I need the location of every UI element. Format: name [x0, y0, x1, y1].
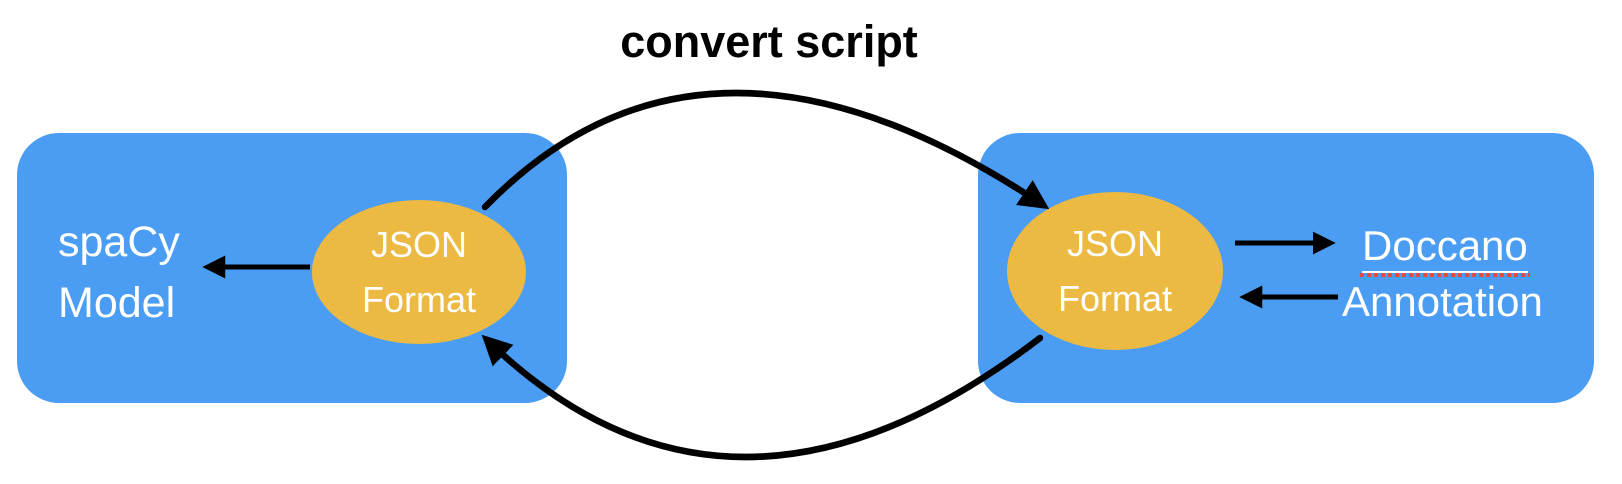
annotation-label: Annotation	[1342, 278, 1543, 325]
json-format-ellipse-right: JSON Format	[1007, 192, 1223, 350]
json-format-right-line1: JSON	[1066, 223, 1163, 264]
spacy-model-label: spaCy Model	[58, 212, 180, 334]
convert-arrow-bottom	[481, 334, 1044, 461]
convert-arrow-top	[481, 89, 1050, 211]
diagram-title: convert script	[620, 16, 918, 67]
spacy-model-label-line2: Model	[58, 279, 176, 327]
json-format-right-line2: Format	[1057, 278, 1172, 319]
json-format-left-line2: Format	[361, 279, 476, 320]
json-format-left-line1: JSON	[370, 224, 467, 265]
json-format-ellipse-left: JSON Format	[312, 200, 526, 344]
spacy-model-label-line1: spaCy	[58, 218, 180, 266]
doccano-link[interactable]: Doccano	[1360, 222, 1530, 277]
